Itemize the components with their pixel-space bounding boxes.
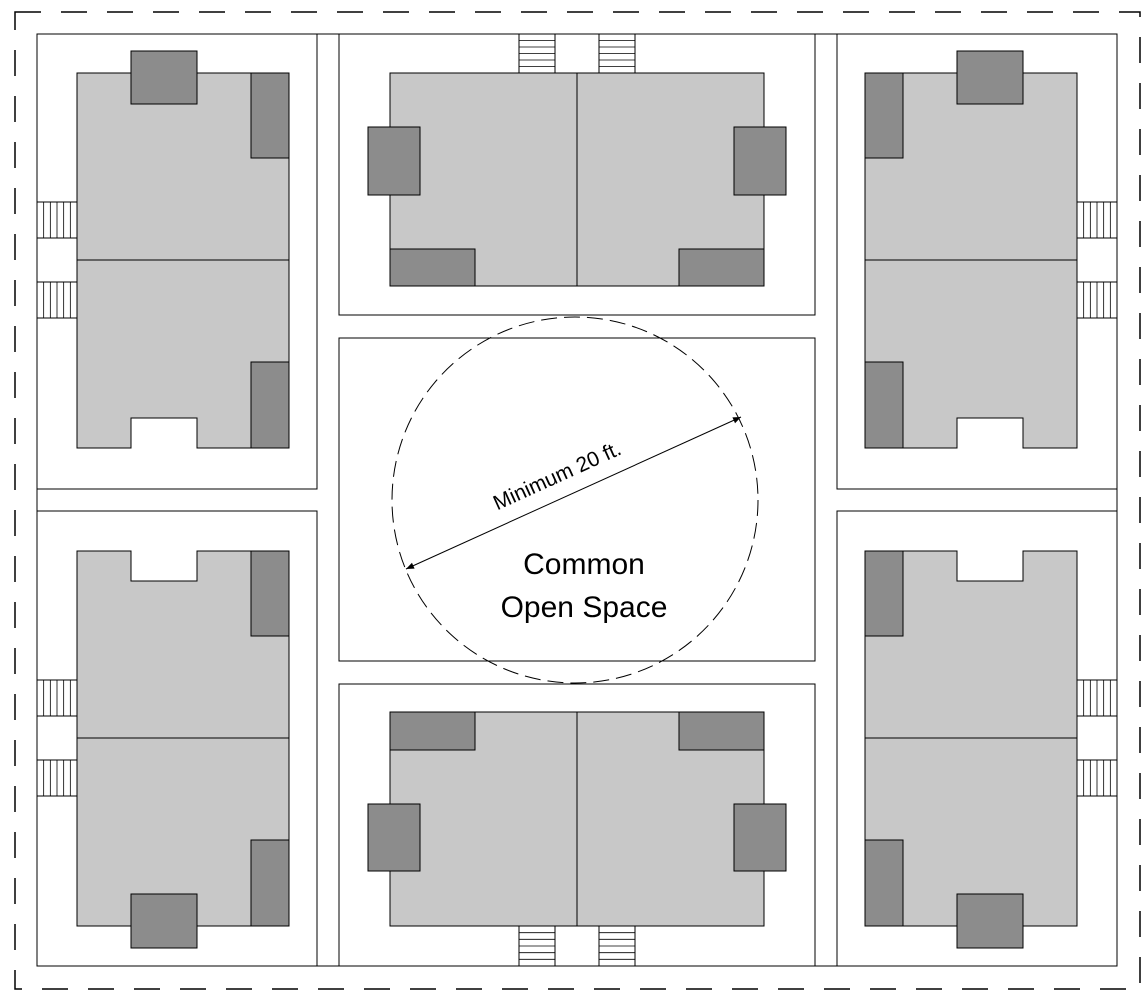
garage-block <box>956 50 1024 105</box>
building-top-right <box>864 50 1078 449</box>
lot-top-left <box>36 33 318 490</box>
garage-block <box>864 839 904 927</box>
open-space-parcel <box>338 337 816 662</box>
entry-stairs <box>36 33 1118 967</box>
stair-icon <box>598 925 636 967</box>
garage-block <box>389 711 476 751</box>
stair-icon <box>36 679 78 717</box>
property-boundary <box>14 11 1141 990</box>
garage-block <box>956 893 1024 949</box>
stair-icon <box>518 925 556 967</box>
open-space-label-line1: Common <box>523 548 645 581</box>
lot-bottom-center <box>338 683 816 967</box>
building-bottom-right <box>864 550 1078 949</box>
stair-icon <box>518 33 556 74</box>
garage-block <box>733 803 787 872</box>
garage-block <box>864 361 904 449</box>
garage-block <box>130 893 198 949</box>
lot-bottom-left <box>36 510 318 967</box>
garage-block <box>367 803 421 872</box>
dimension-arrow <box>405 416 742 570</box>
lot-outlines <box>36 33 1118 967</box>
building-bottom-center <box>367 711 787 927</box>
garage-block <box>678 711 765 751</box>
garage-block <box>864 72 904 159</box>
garage-block <box>733 126 787 196</box>
garage-block <box>678 248 765 287</box>
open-space-circle <box>391 316 759 684</box>
garage-block <box>389 248 476 287</box>
garage-block <box>367 126 421 196</box>
stair-icon <box>1076 759 1118 797</box>
garage-block <box>250 72 290 159</box>
stair-icon <box>36 281 78 319</box>
stair-icon <box>598 33 636 74</box>
stair-icon <box>1076 679 1118 717</box>
garage-block <box>250 361 290 449</box>
lot-bottom-right <box>836 510 1118 967</box>
lot-top-center <box>338 33 816 316</box>
building-bottom-left <box>76 550 290 949</box>
lot-top-right <box>836 33 1118 490</box>
stair-icon <box>1076 281 1118 319</box>
stair-icon <box>36 759 78 797</box>
building-top-center <box>367 72 787 287</box>
stair-icon <box>1076 201 1118 239</box>
open-space-label-line2: Open Space <box>501 591 668 624</box>
dimension-label: Minimum 20 ft. <box>490 437 625 515</box>
garage-block <box>864 550 904 637</box>
garage-block <box>130 50 198 105</box>
building-top-left <box>76 50 290 449</box>
stair-icon <box>36 201 78 239</box>
garage-block <box>250 550 290 637</box>
garage-block <box>250 839 290 927</box>
